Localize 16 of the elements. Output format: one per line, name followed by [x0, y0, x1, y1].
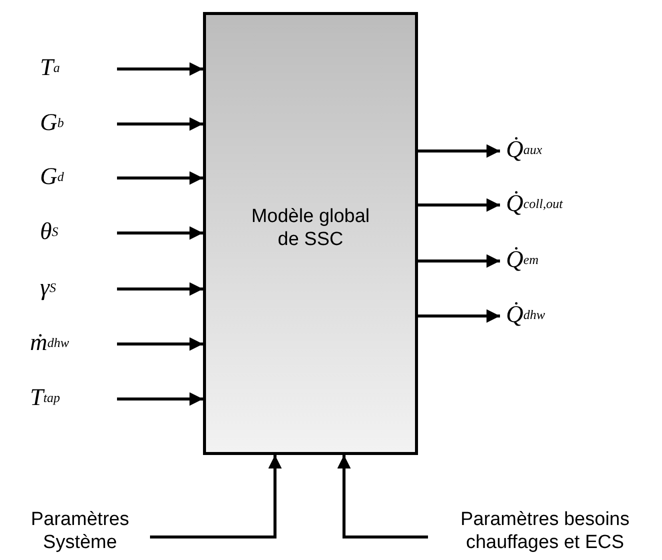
arrow	[117, 117, 203, 131]
parameter-label: Paramètres besoins chauffages et ECS	[428, 508, 662, 556]
arrow	[117, 282, 203, 296]
arrow	[418, 198, 500, 212]
arrow	[117, 392, 203, 406]
arrow	[117, 171, 203, 185]
arrow	[337, 455, 428, 538]
parameter-label: Paramètres Système	[10, 508, 150, 556]
arrow	[418, 254, 500, 268]
arrow	[418, 309, 500, 323]
arrow	[117, 62, 203, 76]
arrow	[150, 455, 282, 538]
model-block: Modèle global de SSC	[203, 12, 418, 455]
arrow	[117, 226, 203, 240]
arrow	[117, 337, 203, 351]
arrow	[418, 144, 500, 158]
